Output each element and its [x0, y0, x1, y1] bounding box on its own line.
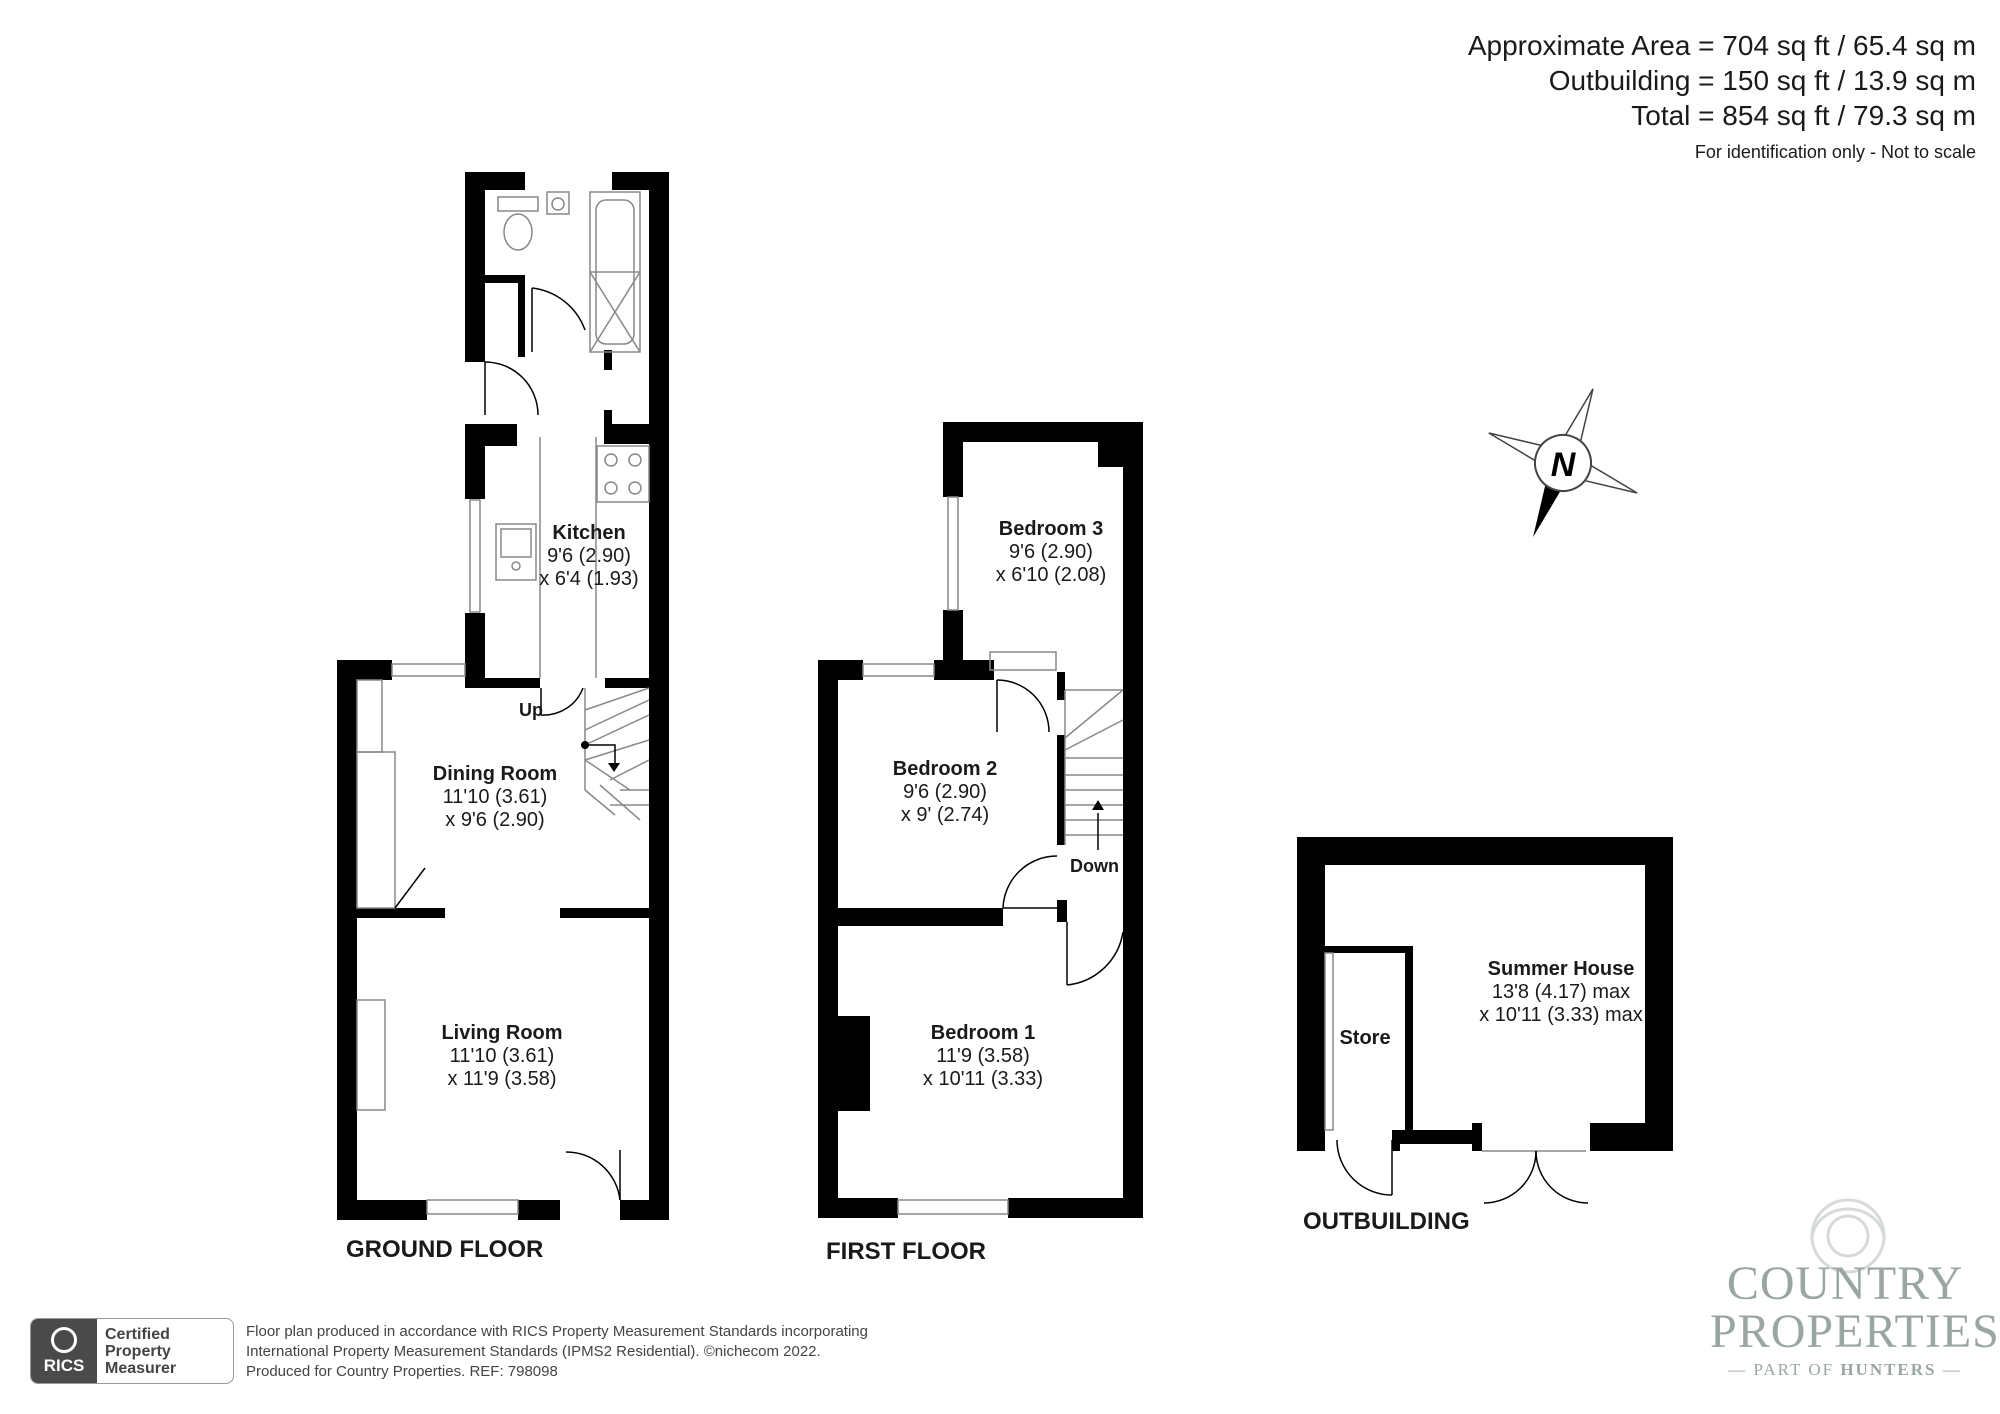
room-dining-room: Dining Room 11'10 (3.61) x 9'6 (2.90)	[433, 763, 557, 832]
room-dimension: 9'6 (2.90)	[1009, 541, 1093, 563]
first-floor-fixtures	[862, 496, 1124, 1215]
room-summer-house: Summer House 13'8 (4.17) max x 10'11 (3.…	[1479, 958, 1643, 1027]
approximate-area: Approximate Area = 704 sq ft / 65.4 sq m	[1467, 30, 1976, 61]
room-dimension: 11'10 (3.61)	[449, 1045, 555, 1067]
scale-note: For identification only - Not to scale	[1694, 142, 1976, 162]
room-dimension: 11'10 (3.61)	[442, 786, 548, 808]
rics-crest-icon	[51, 1326, 77, 1353]
stairs-up-label: Up	[519, 700, 543, 720]
rics-logo: RICS	[31, 1319, 97, 1383]
stairs-arrow-icon	[608, 763, 620, 772]
room-kitchen: Kitchen 9'6 (2.90) x 6'4 (1.93)	[539, 522, 638, 591]
footer-line: Produced for Country Properties. REF: 79…	[246, 1363, 558, 1380]
room-dimension: x 9' (2.74)	[900, 804, 990, 826]
room-name: Dining Room	[432, 763, 558, 785]
outbuilding-label: OUTBUILDING	[1303, 1208, 1470, 1235]
compass-label: N	[1551, 446, 1577, 484]
outbuilding-fixtures	[1324, 952, 1589, 1204]
footer-line: Floor plan produced in accordance with R…	[246, 1323, 868, 1340]
first-floor-label: FIRST FLOOR	[826, 1238, 986, 1265]
certification-line: Certified	[105, 1326, 170, 1343]
first-floor-walls	[818, 422, 1143, 1218]
certification-line: Measurer	[105, 1360, 177, 1377]
certification-line: Property	[105, 1343, 171, 1360]
room-name: Bedroom 2	[892, 758, 998, 780]
stairs-down-label: Down	[1070, 856, 1119, 876]
room-dimension: x 11'9 (3.58)	[447, 1068, 557, 1090]
outbuilding-walls	[1297, 837, 1673, 1151]
room-dimension: 11'9 (3.58)	[936, 1045, 1030, 1067]
ground-floor-fixtures	[356, 191, 650, 1215]
total-area: Total = 854 sq ft / 79.3 sq m	[1631, 100, 1976, 131]
room-name: Store	[1339, 1027, 1391, 1049]
room-bedroom-1: Bedroom 1 11'9 (3.58) x 10'11 (3.33)	[923, 1022, 1043, 1091]
brand-logo: COUNTRY PROPERTIES — PART OF HUNTERS —	[1710, 1257, 2000, 1380]
brand-emblem-icon	[1810, 1198, 1886, 1274]
room-name: Bedroom 3	[998, 518, 1104, 540]
room-dimension: x 10'11 (3.33) max	[1479, 1004, 1643, 1026]
room-bedroom-2: Bedroom 2 9'6 (2.90) x 9' (2.74)	[893, 758, 997, 827]
ground-floor-label: GROUND FLOOR	[346, 1236, 544, 1263]
room-dimension: x 10'11 (3.33)	[922, 1068, 1044, 1090]
room-dimension: x 6'10 (2.08)	[995, 564, 1107, 586]
rics-org: RICS	[43, 1355, 85, 1375]
room-name: Living Room	[441, 1022, 563, 1044]
room-name: Kitchen	[552, 522, 626, 544]
room-store: Store	[1339, 1027, 1390, 1050]
footer-line: International Property Measurement Stand…	[246, 1343, 821, 1360]
area-summary: Approximate Area = 704 sq ft / 65.4 sq m…	[1468, 28, 1976, 165]
outbuilding-area: Outbuilding = 150 sq ft / 13.9 sq m	[1548, 65, 1976, 96]
room-living-room: Living Room 11'10 (3.61) x 11'9 (3.58)	[441, 1022, 562, 1091]
room-name: Bedroom 1	[930, 1022, 1036, 1044]
stairs-down-arrow-icon	[1092, 800, 1104, 810]
brand-part-of: PART OF	[1753, 1360, 1835, 1379]
brand-parent: HUNTERS	[1840, 1360, 1937, 1379]
room-name: Summer House	[1487, 958, 1635, 980]
room-dimension: 9'6 (2.90)	[903, 781, 987, 803]
certification-text: Certified Property Measurer	[97, 1319, 184, 1383]
brand-tagline: — PART OF HUNTERS —	[1728, 1360, 1962, 1379]
brand-line: PROPERTIES	[1710, 1305, 2000, 1358]
ground-floor-walls	[337, 172, 669, 1220]
footer-disclaimer: Floor plan produced in accordance with R…	[246, 1322, 868, 1382]
room-dimension: 13'8 (4.17) max	[1491, 981, 1631, 1003]
room-bedroom-3: Bedroom 3 9'6 (2.90) x 6'10 (2.08)	[996, 518, 1107, 587]
compass-icon	[1488, 388, 1638, 538]
brand-line: COUNTRY	[1726, 1257, 1964, 1310]
room-dimension: x 6'4 (1.93)	[539, 568, 639, 590]
room-dimension: x 9'6 (2.90)	[445, 809, 545, 831]
room-dimension: 9'6 (2.90)	[547, 545, 631, 567]
rics-certification-badge: RICS Certified Property Measurer	[30, 1318, 234, 1384]
